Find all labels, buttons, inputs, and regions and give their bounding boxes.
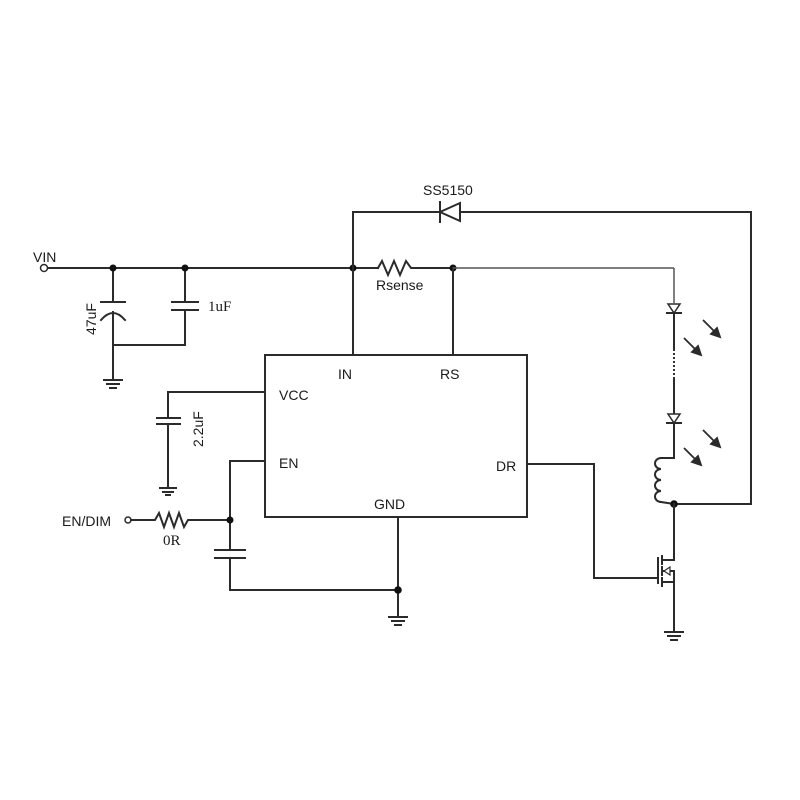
en-dim-label: EN/DIM (62, 513, 111, 529)
pin-en-label: EN (279, 455, 298, 471)
junction-dot (109, 264, 117, 272)
capacitor-47uf-label: 47uF (83, 303, 99, 335)
vin-label: VIN (33, 249, 56, 265)
ground-icon (159, 487, 177, 496)
capacitor-1uf: 1uF (112, 267, 231, 346)
vin-terminal (39, 263, 49, 273)
pin-vcc-label: VCC (279, 387, 309, 403)
resistor-rsense: Rsense (376, 258, 454, 293)
resistor-0r-label: 0R (163, 533, 181, 549)
ground-icon (388, 616, 408, 626)
pin-gnd-label: GND (374, 496, 405, 512)
diode-ss5150-label: SS5150 (423, 182, 473, 198)
junction-dot (226, 516, 234, 524)
pin-dr-label: DR (496, 458, 516, 474)
mosfet (593, 555, 675, 631)
junction-dot (394, 586, 402, 594)
resistor-rsense-label: Rsense (376, 277, 424, 293)
pin-in-label: IN (338, 366, 352, 382)
resistor-0r: 0R (130, 510, 231, 549)
inductor (654, 456, 676, 506)
capacitor-en (214, 549, 399, 591)
pin-rs-label: RS (440, 366, 459, 382)
capacitor-47uf: 47uF (83, 267, 127, 379)
ground-icon (103, 379, 123, 389)
ground-icon (664, 631, 684, 641)
light-emission-icon (683, 319, 722, 467)
capacitor-2-2uf-label: 2.2uF (190, 411, 206, 447)
controller-ic (264, 354, 528, 518)
diode-ss5150: SS5150 (423, 182, 473, 223)
led-string (666, 303, 722, 467)
junction-dot (181, 264, 189, 272)
capacitor-1uf-label: 1uF (208, 299, 231, 315)
capacitor-2-2uf: 2.2uF (156, 391, 206, 487)
